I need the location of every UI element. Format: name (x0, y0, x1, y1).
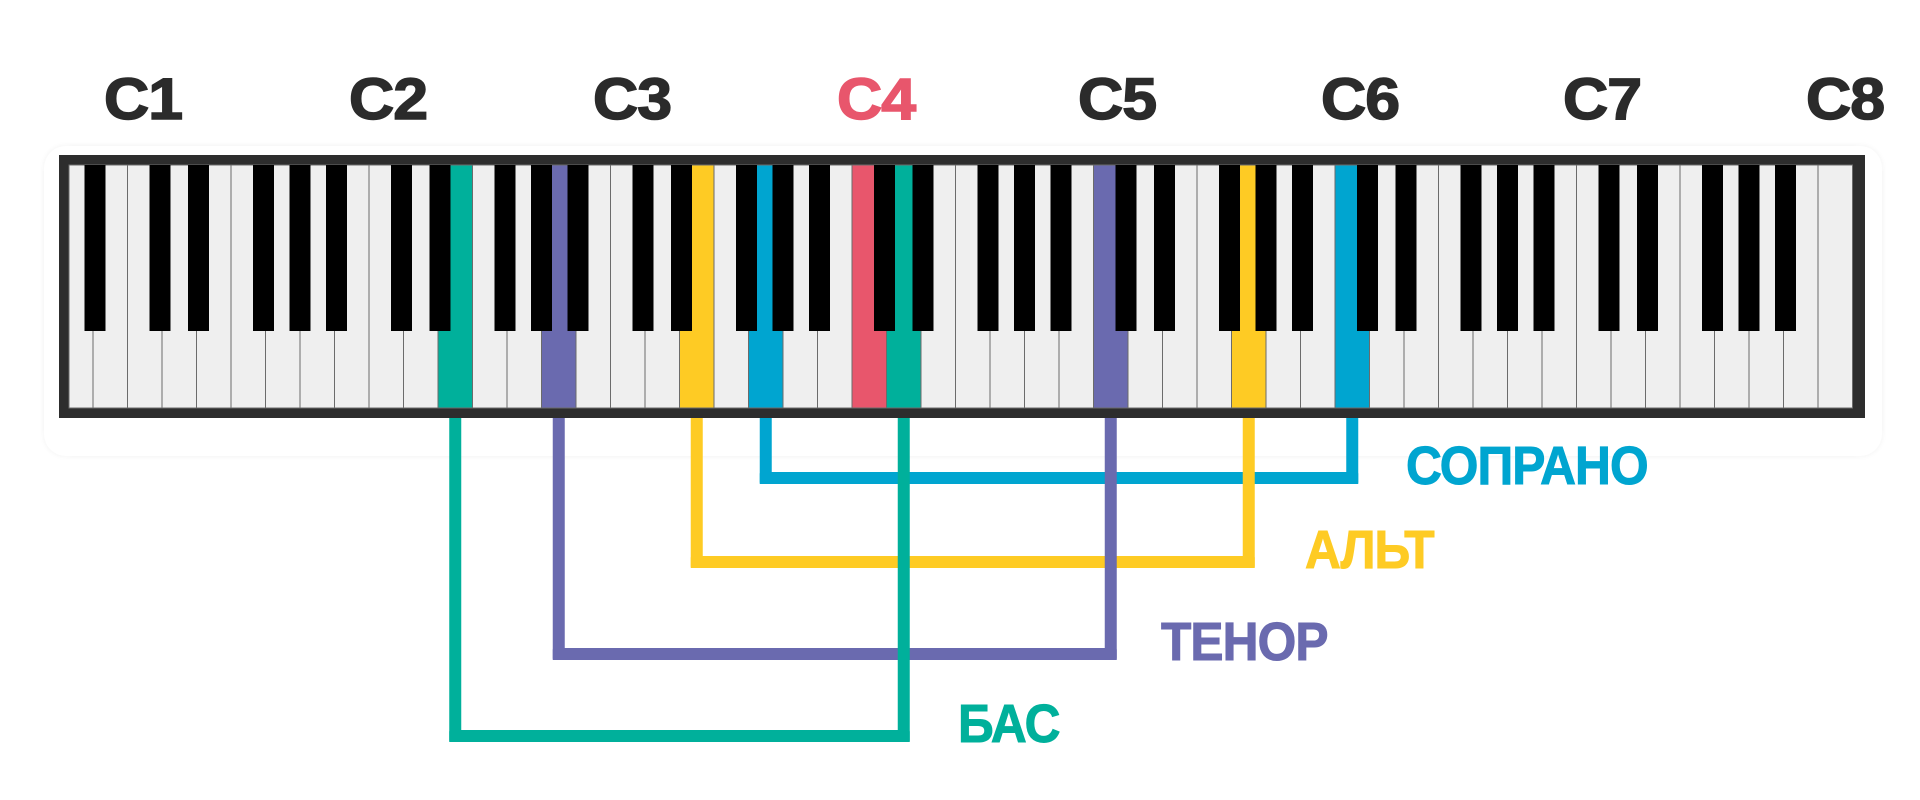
octave-label-c3: C3 (592, 66, 673, 133)
black-key (1533, 165, 1555, 331)
black-key (84, 165, 106, 331)
octave-label-c8: C8 (1805, 66, 1886, 133)
black-key (1115, 165, 1137, 331)
black-key (1702, 165, 1723, 331)
bracket-bottom-line (552, 648, 1117, 660)
black-key (188, 165, 209, 331)
octave-label-c4: C4 (836, 66, 917, 133)
black-key (1637, 165, 1658, 331)
black-key (1738, 165, 1760, 331)
black-key (1357, 165, 1378, 331)
black-key (494, 165, 516, 331)
voice-label-tenor: ТЕНОР (1161, 612, 1329, 673)
black-key (1395, 165, 1417, 331)
white-key (1817, 164, 1853, 409)
octave-label-c1: C1 (103, 66, 184, 133)
bracket-left-line (449, 418, 462, 742)
black-key (1460, 165, 1482, 331)
black-key (1255, 165, 1277, 331)
bracket-right-line (1242, 418, 1255, 568)
bracket-bottom-line (690, 556, 1255, 568)
black-key (1154, 165, 1175, 331)
black-key (1497, 165, 1518, 331)
black-key (531, 165, 552, 331)
black-key (1014, 165, 1035, 331)
black-key (149, 165, 171, 331)
black-key (912, 165, 934, 331)
black-key (736, 165, 757, 331)
bracket-left-line (690, 418, 703, 568)
voice-label-bass: БАС (958, 694, 1061, 755)
black-key (289, 165, 311, 331)
black-key (632, 165, 654, 331)
black-key (391, 165, 412, 331)
bracket-left-line (552, 418, 565, 660)
octave-label-c7: C7 (1562, 66, 1643, 133)
black-key (809, 165, 830, 331)
black-key (1775, 165, 1796, 331)
black-key (1292, 165, 1313, 331)
bracket-bottom-line (449, 730, 910, 742)
black-key (772, 165, 794, 331)
black-key (567, 165, 589, 331)
black-key (253, 165, 274, 331)
black-key (326, 165, 347, 331)
black-key (874, 165, 895, 331)
bracket-bottom-line (759, 472, 1359, 484)
voice-label-alto: АЛЬТ (1305, 520, 1436, 581)
octave-label-c2: C2 (348, 66, 429, 133)
octave-label-c5: C5 (1077, 66, 1158, 133)
black-key (977, 165, 999, 331)
black-key (1050, 165, 1072, 331)
black-key (429, 165, 451, 331)
bracket-left-line (759, 418, 772, 484)
black-key (1219, 165, 1240, 331)
bracket-right-line (1346, 418, 1359, 484)
bracket-right-line (1104, 418, 1117, 660)
voice-label-soprano: СОПРАНО (1406, 436, 1650, 497)
black-key (1598, 165, 1620, 331)
bracket-right-line (897, 418, 910, 742)
black-key (671, 165, 692, 331)
octave-label-c6: C6 (1320, 66, 1401, 133)
